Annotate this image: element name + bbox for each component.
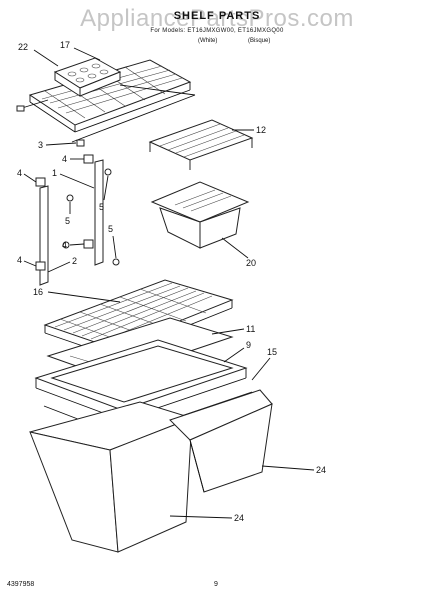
svg-text:20: 20: [246, 258, 256, 268]
svg-text:4: 4: [17, 168, 22, 178]
callout-1: 1: [52, 168, 95, 189]
svg-text:4: 4: [17, 255, 22, 265]
callout-16: 16: [33, 287, 121, 303]
callout-20: 20: [221, 237, 256, 268]
callout-3: 3: [38, 140, 77, 150]
svg-text:9: 9: [246, 340, 251, 350]
glass-shelf-grille: [43, 279, 234, 357]
diagram-title: SHELF PARTS: [173, 10, 261, 22]
callout-17: 17: [60, 40, 101, 61]
svg-text:5: 5: [99, 202, 104, 212]
svg-text:16: 16: [33, 287, 43, 297]
crisper-pans: [29, 389, 273, 553]
callout-5-lower: 5: [108, 224, 117, 259]
document-number: 4397958: [7, 581, 35, 588]
callout-5-left: 5: [65, 202, 71, 226]
callout-24-left: 24: [169, 513, 244, 523]
callout-22: 22: [18, 42, 59, 67]
svg-text:22: 22: [18, 42, 28, 52]
svg-text:3: 3: [38, 140, 43, 150]
top-shelf-assembly: [21, 57, 196, 143]
svg-text:1: 1: [52, 168, 57, 178]
diagram-subtitle: For Models: ET16JMXGW00, ET16JMXGQ00: [150, 28, 284, 34]
callout-24-right: 24: [261, 465, 326, 475]
page-number: 9: [214, 581, 218, 588]
callout-9: 9: [223, 340, 251, 363]
callout-12: 12: [232, 125, 266, 135]
model-color-left: (White): [198, 38, 218, 44]
shelf-rails: [35, 154, 120, 286]
callout-4-lower-left: 4: [17, 255, 37, 267]
svg-text:17: 17: [60, 40, 70, 50]
model-color-right: (Bisque): [248, 38, 271, 44]
callout-4-upper-right: 4: [62, 154, 84, 164]
svg-text:12: 12: [256, 125, 266, 135]
callout-4-lower-right: 4: [62, 240, 85, 250]
svg-text:24: 24: [234, 513, 244, 523]
svg-text:11: 11: [246, 324, 255, 334]
svg-text:15: 15: [267, 347, 277, 357]
svg-text:4: 4: [62, 240, 67, 250]
callout-2: 2: [47, 256, 77, 273]
svg-text:5: 5: [108, 224, 113, 234]
svg-text:5: 5: [65, 216, 70, 226]
shelf-end-cap: [16, 105, 85, 147]
callout-5-right: 5: [99, 175, 109, 212]
callout-11: 11: [211, 324, 255, 335]
svg-text:24: 24: [316, 465, 326, 475]
svg-text:2: 2: [72, 256, 77, 266]
storage-pan: [150, 181, 250, 249]
callout-4-upper-left: 4: [17, 168, 37, 183]
watermark-text: AppliancePartsPros.com: [80, 5, 354, 32]
callout-15: 15: [251, 347, 277, 381]
wire-shelf: [148, 119, 254, 170]
svg-text:4: 4: [62, 154, 67, 164]
